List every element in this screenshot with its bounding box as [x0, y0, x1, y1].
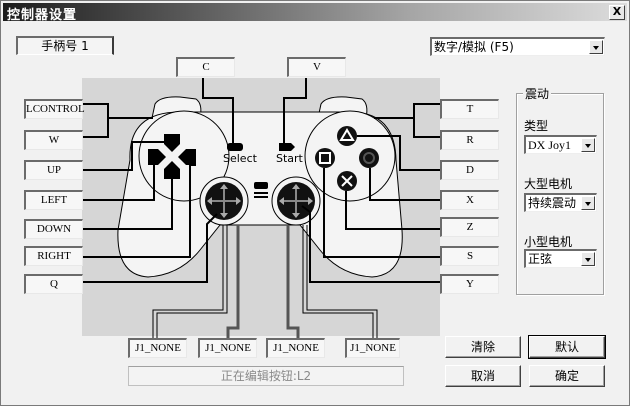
window-title: 控制器设置	[7, 8, 78, 23]
circle-mapping-field[interactable]: X	[440, 190, 499, 210]
triangle-mapping-field[interactable]: D	[440, 160, 499, 180]
clear-button[interactable]: 清除	[445, 336, 521, 358]
right-mapping-field[interactable]: RIGHT	[24, 246, 83, 266]
right-stick-x-field[interactable]: J1_NONE	[345, 338, 400, 358]
large-motor-select-value: 持续震动	[528, 196, 577, 210]
select-mapping-field[interactable]: C	[176, 57, 235, 77]
left-analog-stick-icon	[199, 176, 249, 226]
cross-mapping-field[interactable]: Z	[440, 217, 499, 237]
chevron-down-icon[interactable]	[589, 40, 603, 54]
r1-mapping-field[interactable]: T	[440, 99, 499, 119]
type-label: 类型	[524, 119, 549, 133]
analog-led-icon	[254, 182, 268, 189]
chevron-down-icon[interactable]	[581, 196, 595, 210]
down-mapping-field[interactable]: DOWN	[24, 219, 83, 239]
type-select[interactable]: DX Joy1	[524, 135, 597, 154]
circle-button-icon	[359, 148, 379, 168]
large-motor-label: 大型电机	[524, 177, 573, 191]
r2-mapping-field[interactable]: R	[440, 130, 499, 150]
cross-button-icon	[337, 171, 357, 191]
small-motor-label: 小型电机	[524, 235, 573, 249]
r3-mapping-field[interactable]: Y	[440, 274, 499, 294]
chevron-down-icon[interactable]	[581, 138, 595, 152]
vibration-group: 震动	[516, 85, 604, 295]
start-mapping-field[interactable]: V	[287, 57, 346, 77]
right-stick-y-field[interactable]: J1_NONE	[266, 338, 325, 358]
select-label: Select	[223, 152, 258, 165]
mode-select[interactable]: 数字/模拟 (F5)	[430, 37, 605, 56]
close-button[interactable]: X	[609, 5, 625, 20]
start-button-icon	[279, 143, 295, 151]
left-stick-x-field[interactable]: J1_NONE	[128, 338, 187, 358]
right-analog-stick-icon	[271, 176, 321, 226]
square-button-icon	[315, 148, 335, 168]
title-bar[interactable]: 控制器设置 X	[3, 3, 627, 23]
vibration-group-label: 震动	[523, 85, 552, 102]
small-motor-select-value: 正弦	[528, 252, 553, 266]
cancel-button[interactable]: 取消	[445, 365, 521, 387]
l3-mapping-field[interactable]: Q	[24, 274, 83, 294]
chevron-down-icon[interactable]	[581, 252, 595, 266]
square-mapping-field[interactable]: S	[440, 246, 499, 266]
l2-mapping-field[interactable]: W	[24, 130, 83, 150]
triangle-button-icon	[337, 126, 357, 146]
type-select-value: DX Joy1	[528, 138, 572, 152]
left-mapping-field[interactable]: LEFT	[24, 190, 83, 210]
connector-lines	[82, 78, 440, 283]
l1-mapping-field[interactable]: LCONTROL	[24, 99, 85, 119]
dpad-icon	[148, 134, 196, 179]
small-motor-select[interactable]: 正弦	[524, 249, 597, 268]
left-stick-y-field[interactable]: J1_NONE	[198, 338, 257, 358]
large-motor-select[interactable]: 持续震动	[524, 193, 597, 212]
start-label: Start	[276, 152, 304, 165]
default-button[interactable]: 默认	[528, 335, 606, 359]
up-mapping-field[interactable]: UP	[24, 160, 83, 180]
pad-number-button[interactable]: 手柄号 1	[16, 36, 114, 55]
mode-select-value: 数字/模拟 (F5)	[434, 40, 514, 54]
editing-status: 正在编辑按钮:L2	[128, 366, 404, 386]
select-button-icon	[227, 143, 243, 151]
ok-button[interactable]: 确定	[529, 365, 605, 387]
